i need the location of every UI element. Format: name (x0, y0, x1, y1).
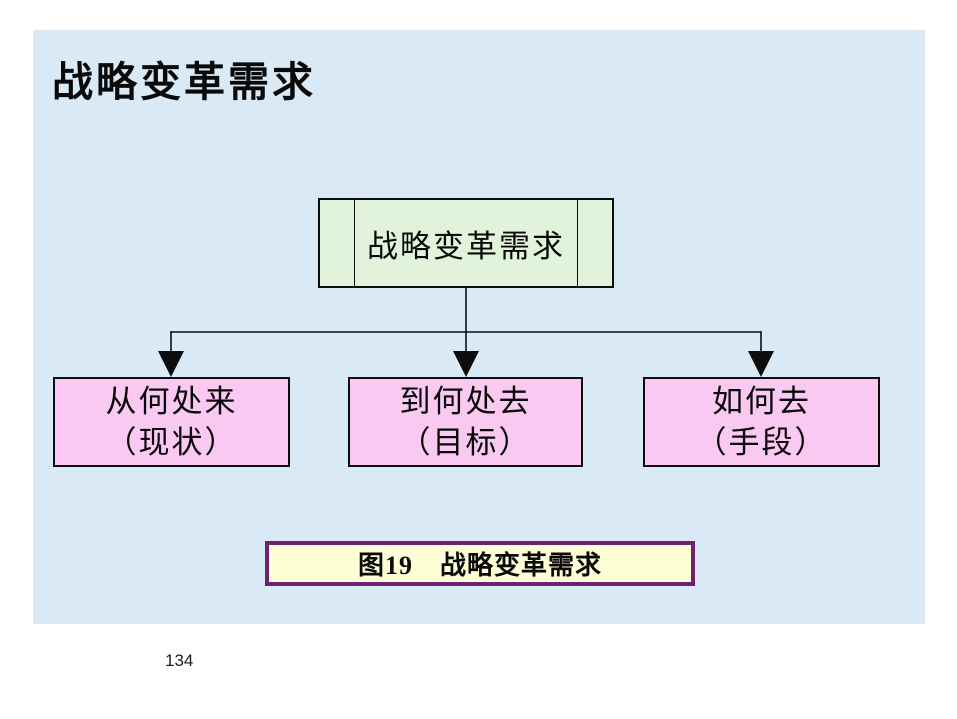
figure-caption-label: 图19 战略变革需求 (357, 551, 602, 580)
child-node-label-line1: 从何处来 (105, 384, 238, 419)
child-node-label-line2: （目标） (399, 425, 532, 460)
child-node-label-line1: 如何去 (712, 384, 811, 419)
figure-caption-box: 图19 战略变革需求 (265, 541, 695, 586)
child-node-label-line2: （手段） (695, 425, 828, 460)
child-node-where-to: 到何处去 （目标） (348, 377, 583, 467)
slide-title: 战略变革需求 (52, 59, 316, 105)
root-node-label: 战略变革需求 (367, 228, 565, 264)
child-node-how-to-go: 如何去 （手段） (643, 377, 880, 467)
child-node-label-line1: 到何处去 (399, 384, 532, 419)
process-shape-left-line (354, 200, 355, 286)
page-number: 134 (165, 651, 194, 670)
slide-background: 战略变革需求 (33, 30, 925, 624)
root-node-strategic-change-need: 战略变革需求 (318, 198, 614, 288)
child-node-label-line2: （现状） (105, 425, 238, 460)
process-shape-right-line (577, 200, 578, 286)
child-node-where-from: 从何处来 （现状） (53, 377, 290, 467)
